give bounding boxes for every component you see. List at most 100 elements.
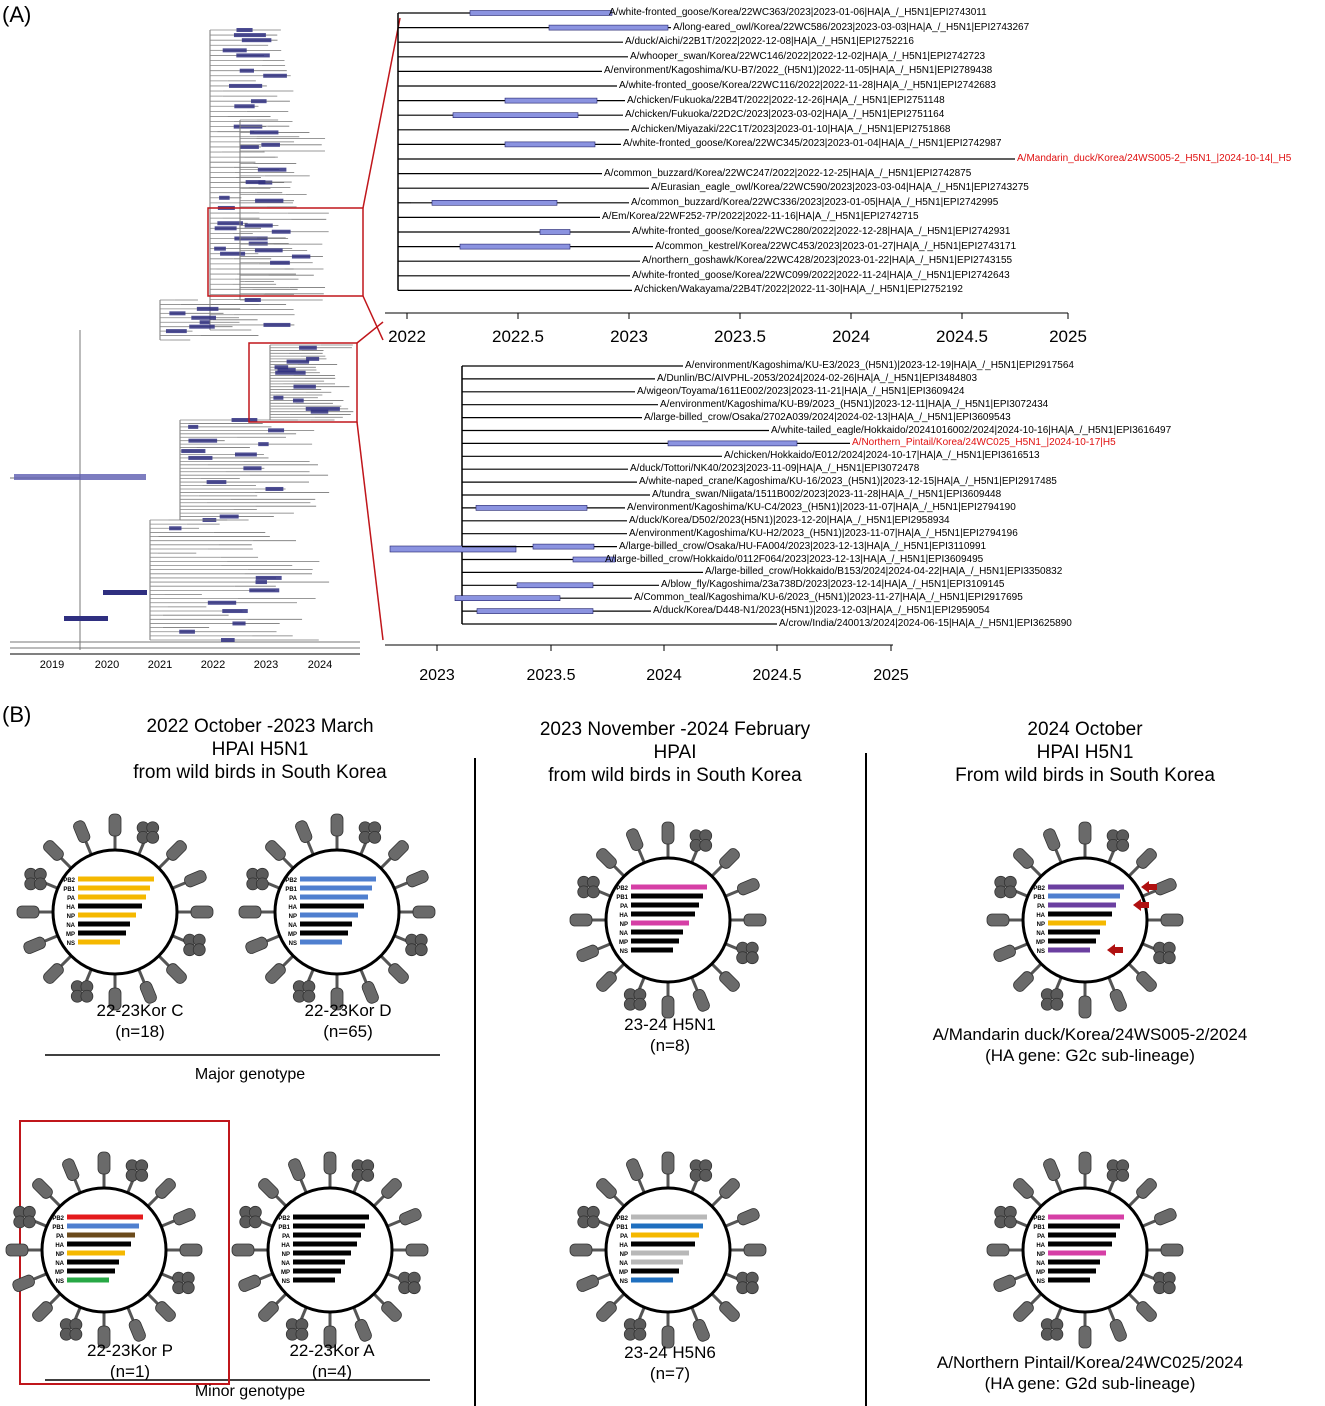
segment-label-mp: MP (66, 932, 75, 938)
zoom1-axis-tick-label: 2024 (832, 327, 870, 346)
segment-bar-pb2 (293, 1214, 369, 1220)
overview-axis-tick-label: 2021 (148, 659, 172, 671)
segment-label-np: NP (1037, 922, 1045, 928)
col3-header-line1: 2024 October (1027, 719, 1143, 740)
overview-axis-tick-label: 2019 (40, 659, 64, 671)
genotype-p-count: (n=1) (109, 1362, 151, 1381)
hemagglutinin-head (108, 813, 122, 837)
zoom1-tip-label: A/white-fronted_goose/Korea/22WC280/2022… (632, 226, 1011, 237)
hemagglutinin-head (231, 1243, 255, 1257)
hemagglutinin-head (406, 870, 429, 888)
hemagglutinin-head (1043, 828, 1061, 851)
clade-a-hpd-bar (228, 83, 263, 88)
segment-label-pb1: PB1 (63, 887, 75, 893)
hemagglutinin-head (692, 989, 710, 1012)
zoom2-hpd-bar (475, 505, 588, 511)
hemagglutinin-head (354, 1319, 372, 1342)
segment-label-ns: NS (289, 941, 297, 947)
clade-f-hpd-bar (179, 629, 195, 634)
hemagglutinin-head (139, 981, 157, 1004)
segment-bar-pb2 (1048, 884, 1124, 890)
clade-f-hpd-bar (232, 621, 246, 626)
spike-stalk (273, 1193, 288, 1208)
zoom1-tip-label: A/long-eared_owl/Korea/22WC586/2023|2023… (673, 21, 1030, 33)
clade-b-hpd-bar (244, 298, 261, 302)
hemagglutinin-head (323, 1151, 337, 1175)
spike-stalk (352, 1306, 362, 1323)
zoom1-tip-label: A/whooper_swan/Korea/22WC146/2022|2022-1… (630, 50, 986, 62)
hemagglutinin-head (288, 1158, 306, 1181)
clade-b-hpd-bar (249, 130, 279, 135)
zoom1-tip-label: A/chicken/Fukuoka/22D2C/2023|2023-03-02|… (625, 109, 945, 121)
segment-bar-na (67, 1259, 119, 1265)
hemagglutinin-head (596, 1301, 617, 1322)
genotype-2324-h5n6-name: 23-24 H5N6 (624, 1343, 716, 1362)
genotype-name-p: 22-23Kor P (n=1) (30, 1340, 230, 1382)
spike-stalk (58, 855, 73, 870)
spike-stalk (157, 954, 172, 969)
spike-stalk (710, 863, 725, 878)
segment-bar-pb2 (1048, 1214, 1124, 1220)
genotype-p-name: 22-23Kor P (87, 1341, 173, 1360)
neuraminidase-head (69, 1327, 83, 1341)
zoom1-tip-label: A/chicken/Fukuoka/22B4T/2022|2022-12-26|… (627, 94, 945, 106)
segment-bar-na (1048, 929, 1100, 935)
neuraminidase-head (414, 943, 428, 957)
zoom2-tip-label: A/Common_teal/Kagoshima/KU-6/2023_(H5N1)… (634, 592, 1023, 604)
segment-bar-pb2 (631, 884, 707, 890)
segment-bar-np (631, 920, 689, 926)
spike-stalk (1028, 962, 1043, 977)
zoom2-root-hpd-bar (389, 545, 517, 553)
segment-bar-pb1 (78, 885, 150, 891)
mandarin-virus-name: A/Mandarin duck/Korea/24WS005-2/2024 (932, 1025, 1248, 1044)
clade-d-hpd-bar (306, 356, 320, 361)
clade-a-hpd-bar (236, 53, 270, 58)
segment-label-np: NP (620, 1252, 628, 1258)
segment-label-pb2: PB2 (63, 878, 75, 884)
segment-label-na: NA (1036, 931, 1045, 937)
reassortment-arrow-icon (1141, 881, 1157, 893)
hemagglutinin-head (405, 1243, 429, 1257)
segment-bar-mp (631, 938, 679, 944)
spike-stalk (611, 863, 626, 878)
segment-label-ha: HA (281, 1243, 290, 1249)
spike-stalk (611, 1193, 626, 1208)
segment-label-ns: NS (56, 1279, 64, 1285)
segment-bar-mp (631, 1268, 679, 1274)
segment-label-pa: PA (620, 904, 629, 910)
zoom2-highlight-box (248, 342, 358, 423)
zoom2-tip-label: A/large-billed_crow/Hokkaido/0112F064/20… (605, 553, 984, 565)
spike-stalk (359, 968, 369, 985)
clade-d-hpd-bar (277, 368, 296, 372)
col2-header-line3: from wild birds in South Korea (548, 765, 802, 786)
zoom2-axis-tick-label: 2023 (419, 667, 455, 684)
hemagglutinin-head (1013, 971, 1034, 992)
zoom1-axis-tick-label: 2025 (1049, 327, 1087, 346)
hemagglutinin-head (1154, 878, 1177, 896)
zoom1-hpd-bar (504, 141, 596, 148)
segment-label-np: NP (56, 1252, 64, 1258)
clade-e-hpd-bar (181, 449, 206, 454)
spike-stalk (160, 1218, 177, 1228)
zoom2-axis-tick-label: 2024 (646, 667, 682, 684)
segment-bar-ha (67, 1241, 131, 1247)
hemagglutinin-head (190, 905, 214, 919)
virion-envelope (51, 848, 179, 976)
segment-bar-pb2 (67, 1214, 143, 1220)
spike-stalk (1107, 976, 1117, 993)
neuraminidase-head (745, 1281, 759, 1295)
spike-stalk (1012, 942, 1029, 952)
neuraminidase-head (146, 830, 160, 844)
spike-stalk (47, 1292, 62, 1307)
hemagglutinin-head (238, 905, 262, 919)
col2-header: 2023 November -2024 February HPAI from w… (490, 718, 860, 787)
neuraminidase-head (633, 997, 647, 1011)
hemagglutinin-head (295, 820, 313, 843)
hemagglutinin-head (1013, 848, 1034, 869)
hemagglutinin-head (388, 963, 409, 984)
spike-stalk (83, 839, 93, 856)
hemagglutinin-head (692, 1319, 710, 1342)
spike-stalk (264, 934, 281, 944)
